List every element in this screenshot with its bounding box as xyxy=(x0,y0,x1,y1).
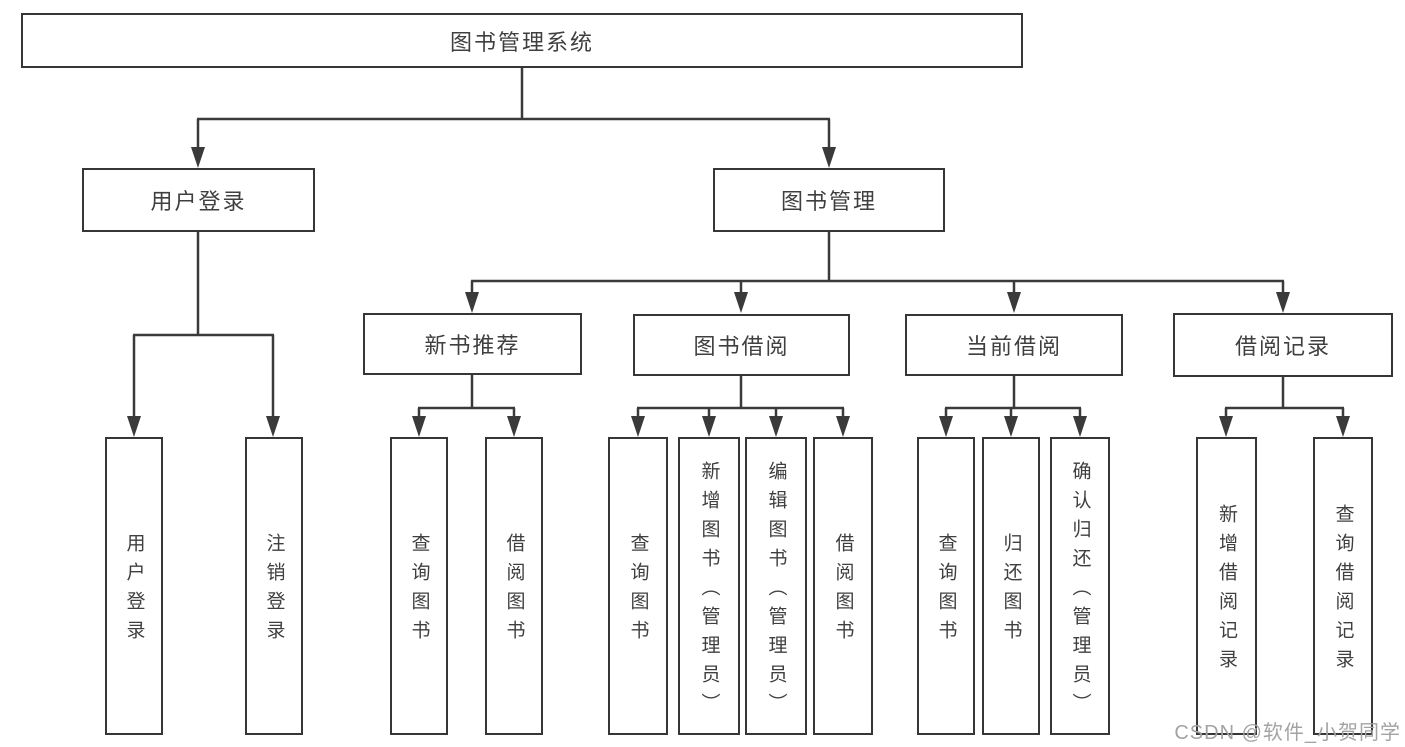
leaf-label: 查询图书 xyxy=(627,533,649,649)
leaf-label: 借阅图书 xyxy=(503,533,525,649)
leaf-label: 新增图书（管理员） xyxy=(698,460,720,722)
leaf-return-books: 归还图书 xyxy=(982,437,1040,735)
leaf-borrow-books-recommend: 借阅图书 xyxy=(485,437,543,735)
leaf-logout: 注销登录 xyxy=(245,437,303,735)
leaf-label: 查询借阅记录 xyxy=(1332,504,1354,678)
node-user-login: 用户登录 xyxy=(82,168,315,232)
leaf-user-login: 用户登录 xyxy=(105,437,163,735)
leaf-label: 归还图书 xyxy=(1000,533,1022,649)
leaf-label: 借阅图书 xyxy=(832,533,854,649)
leaf-label: 编辑图书（管理员） xyxy=(765,460,787,722)
leaf-query-books-current: 查询图书 xyxy=(917,437,975,735)
node-label: 图书管理系统 xyxy=(449,29,594,55)
leaf-add-books-admin: 新增图书（管理员） xyxy=(678,437,740,735)
leaf-label: 新增借阅记录 xyxy=(1216,504,1237,678)
leaf-label: 注销登录 xyxy=(263,533,285,649)
leaf-edit-books-admin: 编辑图书（管理员） xyxy=(745,437,807,735)
node-new-book-recommend: 新书推荐 xyxy=(363,313,582,375)
csdn-watermark: CSDN @软件_小贺同学 xyxy=(1174,722,1401,744)
leaf-query-books-recommend: 查询图书 xyxy=(390,437,448,735)
leaf-label: 查询图书 xyxy=(935,533,957,649)
leaf-label: 用户登录 xyxy=(123,533,145,649)
node-book-management: 图书管理 xyxy=(713,168,945,232)
leaf-add-borrow-record: 新增借阅记录 xyxy=(1196,437,1257,735)
node-library-management-system: 图书管理系统 xyxy=(21,13,1023,68)
node-borrowing-records: 借阅记录 xyxy=(1173,313,1393,377)
leaf-label: 查询图书 xyxy=(408,533,430,649)
node-label: 用户登录 xyxy=(150,189,247,214)
leaf-label: 确认归还（管理员） xyxy=(1069,460,1091,722)
node-label: 新书推荐 xyxy=(424,333,521,358)
node-label: 图书管理 xyxy=(780,189,877,214)
leaf-query-books-borrow: 查询图书 xyxy=(608,437,668,735)
leaf-confirm-return-admin: 确认归还（管理员） xyxy=(1050,437,1110,735)
node-label: 当前借阅 xyxy=(965,334,1062,359)
node-current-borrowing: 当前借阅 xyxy=(905,314,1123,376)
node-label: 借阅记录 xyxy=(1234,334,1331,359)
node-label: 图书借阅 xyxy=(693,334,790,359)
leaf-query-borrow-record: 查询借阅记录 xyxy=(1313,437,1373,735)
node-book-borrowing: 图书借阅 xyxy=(633,314,850,376)
leaf-borrow-books: 借阅图书 xyxy=(813,437,873,735)
